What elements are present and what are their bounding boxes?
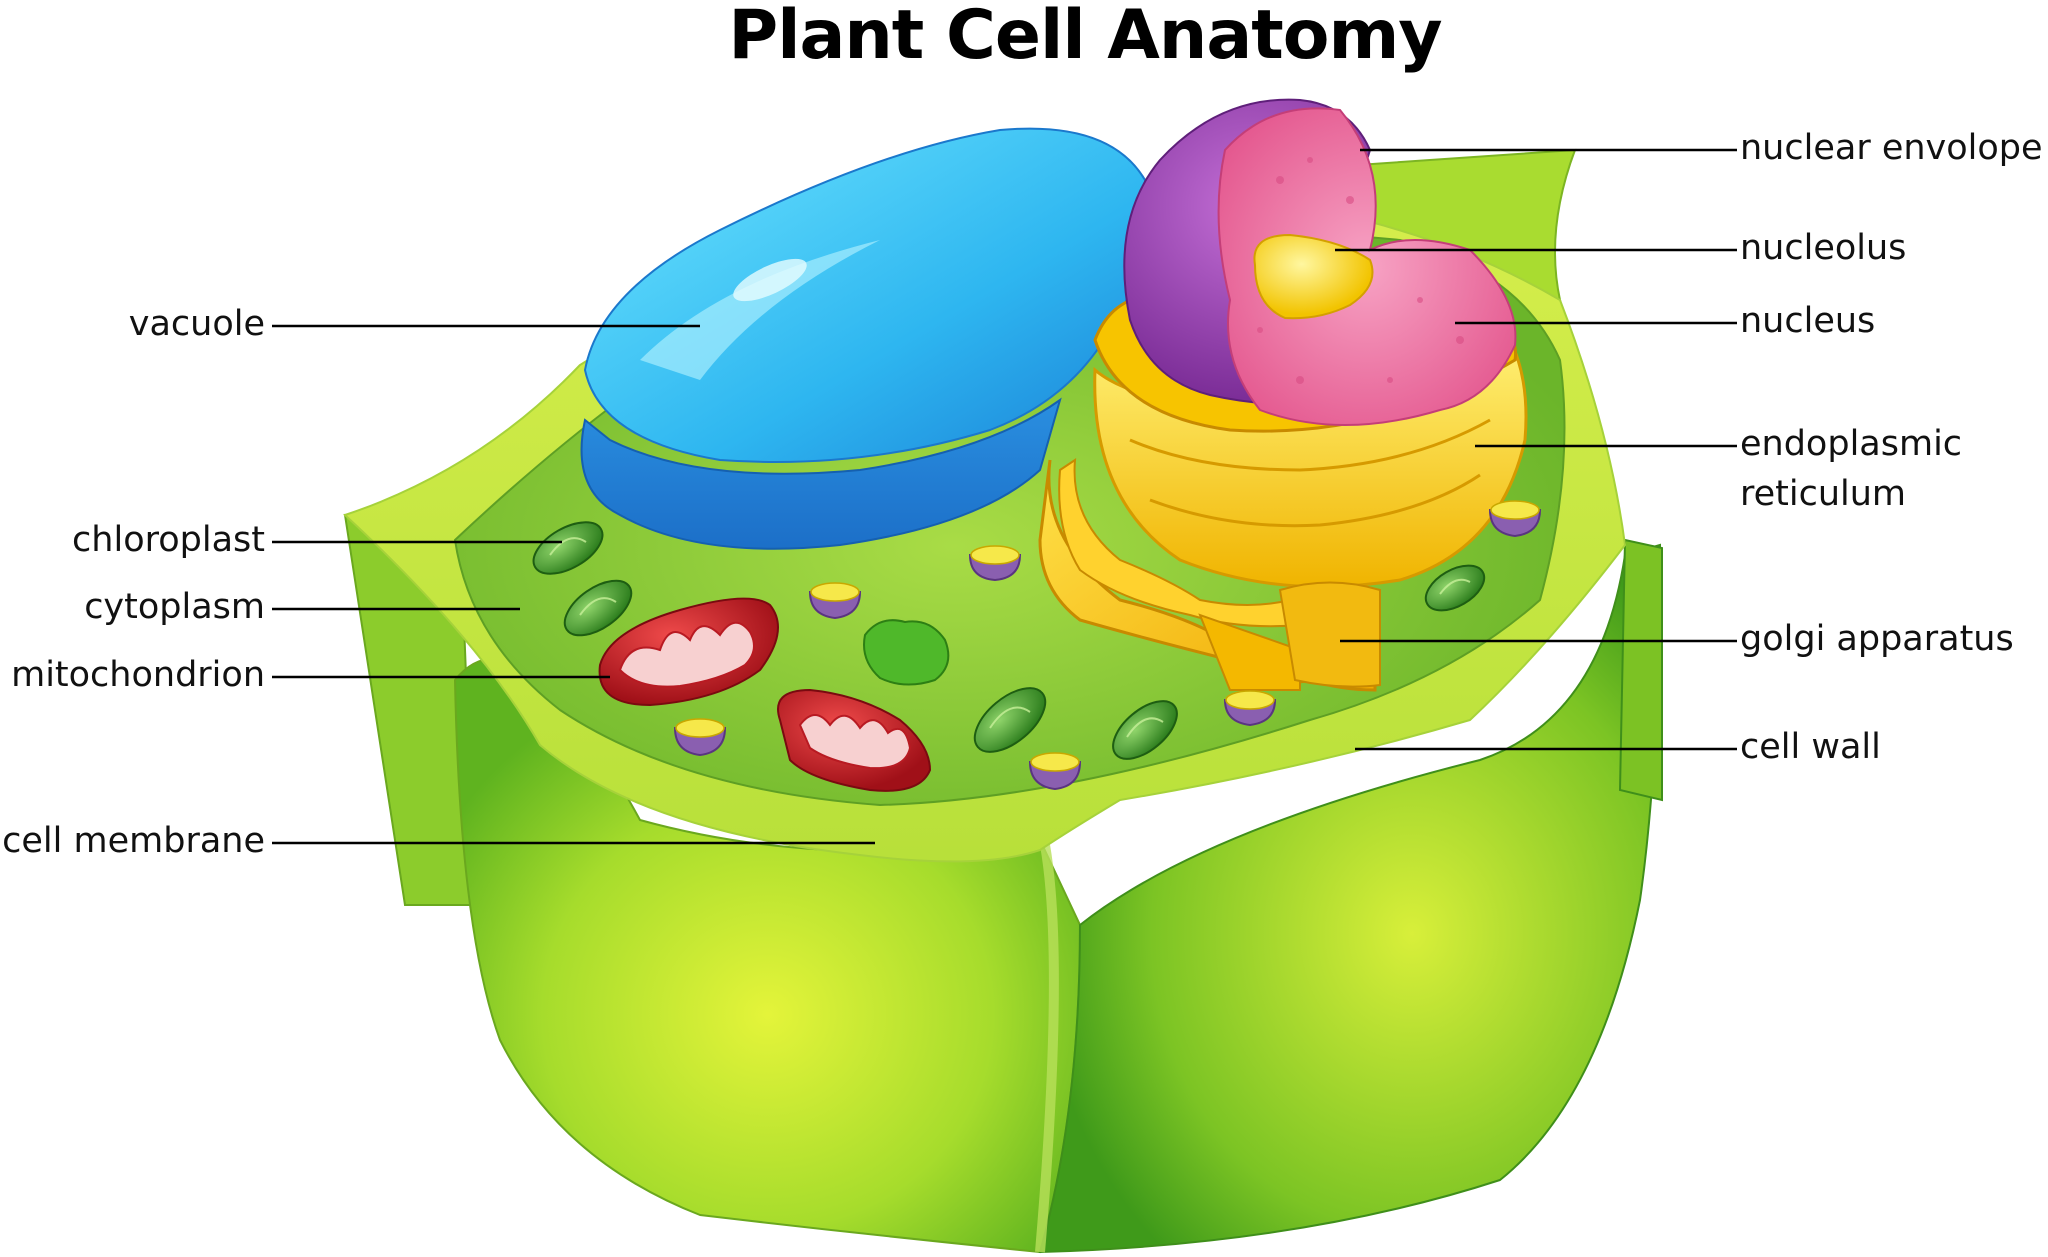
green-blob: [863, 619, 950, 686]
label-cytoplasm: cytoplasm: [84, 587, 265, 627]
diagram-title: Plant Cell Anatomy: [728, 0, 1442, 75]
vesicles: [673, 500, 1542, 791]
nucleolus: [1253, 233, 1374, 320]
label-cell-membrane: cell membrane: [2, 821, 265, 861]
leader-lines: [272, 148, 1737, 845]
chloroplasts: [532, 521, 1486, 760]
mitochondrion-1: [598, 597, 779, 707]
golgi-apparatus: [1038, 458, 1381, 692]
nucleus: [1123, 98, 1517, 426]
label-reticulum: reticulum: [1740, 474, 1907, 514]
label-nucleolus: nucleolus: [1740, 228, 1907, 268]
label-nucleus: nucleus: [1740, 301, 1876, 341]
label-golgi-apparatus: golgi apparatus: [1740, 619, 2014, 659]
label-endoplasmic: endoplasmic: [1740, 424, 1963, 464]
label-mitochondrion: mitochondrion: [11, 655, 265, 695]
chloroplast-thylakoids: [549, 537, 1471, 738]
label-vacuole: vacuole: [128, 304, 265, 344]
label-nuclear-envelope: nuclear envolope: [1740, 128, 2043, 168]
label-chloroplast: chloroplast: [72, 520, 265, 560]
mitochondrion-2: [777, 688, 932, 792]
label-cell-wall: cell wall: [1740, 727, 1881, 767]
